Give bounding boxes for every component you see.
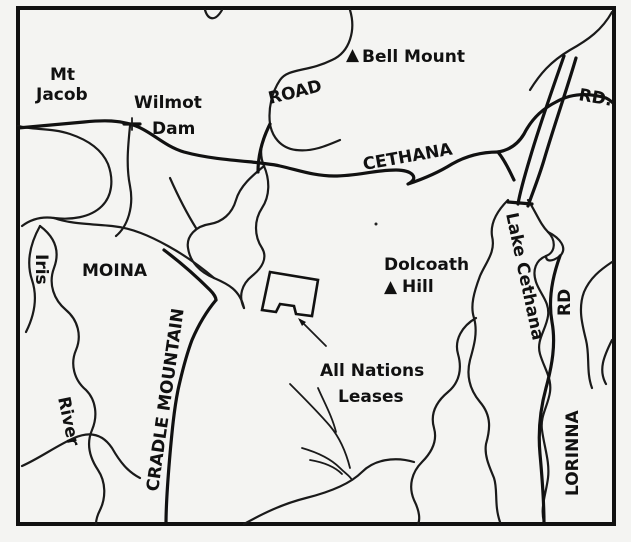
label-leases: Leases — [338, 387, 404, 407]
label-wilmot-dam-line1: Wilmot — [134, 93, 202, 113]
lake-cethana-east-shore — [526, 198, 555, 524]
road-top-right-diagonal — [516, 54, 566, 206]
tributary-central-2 — [301, 447, 353, 481]
river-northwest — [203, 8, 224, 20]
river-west-lower — [20, 216, 56, 228]
label-iris: Iris — [31, 254, 51, 285]
all-nations-leases-boundary — [260, 270, 320, 318]
leases-leader-line — [299, 319, 327, 347]
label-dolcoath: Dolcoath — [384, 255, 469, 275]
river-top-right — [528, 10, 614, 92]
label-lorinna-rd: RD — [555, 289, 575, 316]
tributary-central-1 — [289, 383, 351, 469]
river-wilmot — [114, 124, 133, 238]
river-west-upper — [16, 124, 113, 220]
road-cethana — [16, 119, 500, 186]
river-south — [242, 458, 416, 526]
road-cradle-mountain — [164, 298, 218, 526]
river-central-west — [186, 164, 266, 310]
label-mt-jacob-line1: Mt — [50, 65, 75, 85]
bell-mount-peak-icon: ▲ — [346, 45, 360, 65]
tributary-central-4 — [317, 387, 337, 433]
label-lorinna: LORINNA — [563, 409, 583, 496]
road-moina-junction — [162, 248, 218, 302]
label-mt-jacob-line2: Jacob — [35, 85, 88, 105]
stream-southwest — [20, 433, 142, 480]
river-forth-east — [294, 138, 342, 152]
river-dolcoath-loop — [410, 316, 478, 526]
map-speck — [374, 222, 378, 226]
stream-east-2 — [601, 338, 614, 386]
road-cethana-branch — [496, 150, 516, 182]
label-all-nations: All Nations — [320, 361, 424, 381]
label-bell-mount: Bell Mount — [362, 47, 465, 67]
stream-moina-2 — [168, 176, 198, 230]
stream-east-1 — [579, 260, 614, 390]
lake-cethana-west-shore — [467, 198, 510, 524]
stream-moina-1 — [52, 216, 216, 280]
label-dolcoath-hill: Hill — [402, 277, 434, 297]
dolcoath-peak-icon: ▲ — [384, 277, 398, 297]
leases-leader-arrowhead — [298, 318, 306, 326]
iris-river-west — [24, 224, 42, 334]
iris-river — [38, 224, 106, 526]
cethana-dam — [506, 200, 534, 206]
tributary-central-3 — [309, 459, 343, 475]
river-forth-north — [268, 8, 354, 152]
road-north — [256, 122, 272, 174]
road-top-right-diagonal-2 — [526, 56, 578, 208]
label-wilmot-dam-line2: Dam — [152, 119, 195, 139]
road-lorinna — [537, 254, 562, 526]
label-moina: MOINA — [82, 261, 148, 281]
map-frame — [16, 6, 616, 526]
road-to-rd-east — [496, 92, 616, 154]
